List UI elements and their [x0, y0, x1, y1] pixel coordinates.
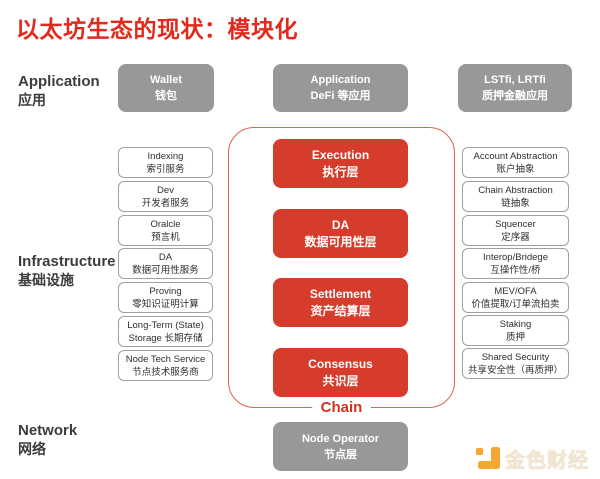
box-shared-security-en: Shared Security — [481, 351, 550, 363]
box-oracle: Oralcle 预言机 — [118, 215, 213, 246]
box-settlement-layer-zh: 资产结算层 — [310, 303, 371, 318]
box-execution-layer: Execution 执行层 — [273, 139, 408, 188]
box-node-operator-zh: 节点层 — [324, 448, 357, 461]
chain-label: Chain — [228, 398, 455, 417]
box-proving: Proving 零知识证明计算 — [118, 282, 213, 313]
jinse-logo-text: 金色财经 — [505, 450, 589, 472]
box-consensus-layer-en: Consensus — [308, 356, 373, 371]
box-da-service-zh: 数据可用性服务 — [132, 264, 199, 276]
box-sequencer: Squencer 定序器 — [462, 215, 569, 246]
box-staking-en: Staking — [499, 318, 532, 330]
box-account-abstraction: Account Abstraction 账户抽象 — [462, 147, 569, 178]
box-sequencer-en: Squencer — [495, 218, 536, 230]
box-dev: Dev 开发者服务 — [118, 181, 213, 212]
box-settlement-layer: Settlement 资产结算层 — [273, 278, 408, 327]
box-chain-abstraction: Chain Abstraction 链抽象 — [462, 181, 569, 212]
box-execution-layer-en: Execution — [311, 147, 370, 162]
box-chain-abstraction-en: Chain Abstraction — [478, 184, 553, 196]
box-shared-security-zh: 共享安全性（再质押） — [467, 364, 563, 376]
box-long-term-storage-zh: Storage 长期存储 — [128, 332, 203, 344]
box-settlement-layer-en: Settlement — [309, 286, 372, 301]
box-wallet-zh: 钱包 — [155, 90, 177, 102]
page-title: 以太坊生态的现状：模块化 — [16, 16, 298, 42]
box-proving-en: Proving — [149, 285, 182, 297]
box-dev-en: Dev — [157, 184, 174, 196]
box-long-term-storage: Long-Term (State) Storage 长期存储 — [118, 316, 213, 347]
box-da-layer-zh: 数据可用性层 — [304, 234, 377, 249]
row-label-infrastructure: Infrastructure 基础设施 — [18, 252, 116, 290]
box-lstfi-zh: 质押金融应用 — [482, 90, 548, 102]
box-mev-ofa-zh: 价值提取/订单流拍卖 — [471, 298, 560, 310]
box-lstfi-en: LSTfi, LRTfi — [484, 74, 546, 86]
box-node-tech-service: Node Tech Service 节点技术服务商 — [118, 350, 213, 381]
box-account-abstraction-en: Account Abstraction — [473, 150, 558, 162]
box-lstfi: LSTfi, LRTfi 质押金融应用 — [458, 64, 572, 112]
box-da-layer-en: DA — [331, 217, 350, 232]
box-oracle-en: Oralcle — [150, 218, 181, 230]
box-application-defi-zh: DeFi 等应用 — [310, 90, 371, 102]
box-proving-zh: 零知识证明计算 — [132, 298, 199, 310]
jinse-finance-logo: 金色财经 — [476, 444, 589, 473]
row-label-network-en: Network — [18, 422, 78, 439]
box-chain-abstraction-zh: 链抽象 — [501, 197, 530, 209]
box-da-service-en: DA — [158, 251, 173, 263]
box-indexing-zh: 索引服务 — [146, 163, 185, 175]
box-node-operator-en: Node Operator — [301, 432, 379, 445]
box-interop-bridge-zh: 互操作性/桥 — [490, 264, 541, 276]
box-account-abstraction-zh: 账户抽象 — [496, 163, 535, 175]
box-dev-zh: 开发者服务 — [141, 197, 190, 209]
box-application-defi-en: Application — [310, 74, 371, 86]
box-interop-bridge: Interop/Bridege 互操作性/桥 — [462, 248, 569, 279]
row-label-network-zh: 网络 — [18, 441, 46, 457]
box-da-service: DA 数据可用性服务 — [118, 248, 213, 279]
box-long-term-storage-en: Long-Term (State) — [127, 319, 204, 331]
box-indexing: Indexing 索引服务 — [118, 147, 213, 178]
box-staking: Staking 质押 — [462, 315, 569, 346]
row-label-network: Network 网络 — [18, 421, 77, 459]
box-staking-zh: 质押 — [505, 331, 525, 343]
box-mev-ofa-en: MEV/OFA — [494, 285, 537, 297]
row-label-application-zh: 应用 — [18, 92, 46, 108]
box-wallet-en: Wallet — [150, 74, 182, 86]
row-label-infrastructure-zh: 基础设施 — [18, 272, 74, 288]
row-label-infrastructure-en: Infrastructure — [18, 253, 116, 270]
box-oracle-zh: 预言机 — [151, 231, 180, 243]
box-shared-security: Shared Security 共享安全性（再质押） — [462, 348, 569, 379]
box-sequencer-zh: 定序器 — [501, 231, 530, 243]
box-node-operator: Node Operator 节点层 — [273, 422, 408, 471]
box-application-defi: Application DeFi 等应用 — [273, 64, 408, 112]
box-node-tech-service-zh: 节点技术服务商 — [132, 366, 199, 378]
box-indexing-en: Indexing — [147, 150, 184, 162]
box-consensus-layer-zh: 共识层 — [322, 373, 359, 388]
row-label-application-en: Application — [18, 73, 100, 90]
box-interop-bridge-en: Interop/Bridege — [483, 251, 548, 263]
box-mev-ofa: MEV/OFA 价值提取/订单流拍卖 — [462, 282, 569, 313]
row-label-application: Application 应用 — [18, 72, 100, 110]
jinse-logo-icon — [476, 447, 501, 470]
box-wallet: Wallet 钱包 — [118, 64, 214, 112]
box-da-layer: DA 数据可用性层 — [273, 209, 408, 258]
box-execution-layer-zh: 执行层 — [322, 164, 359, 179]
box-consensus-layer: Consensus 共识层 — [273, 348, 408, 397]
box-node-tech-service-en: Node Tech Service — [125, 353, 206, 365]
